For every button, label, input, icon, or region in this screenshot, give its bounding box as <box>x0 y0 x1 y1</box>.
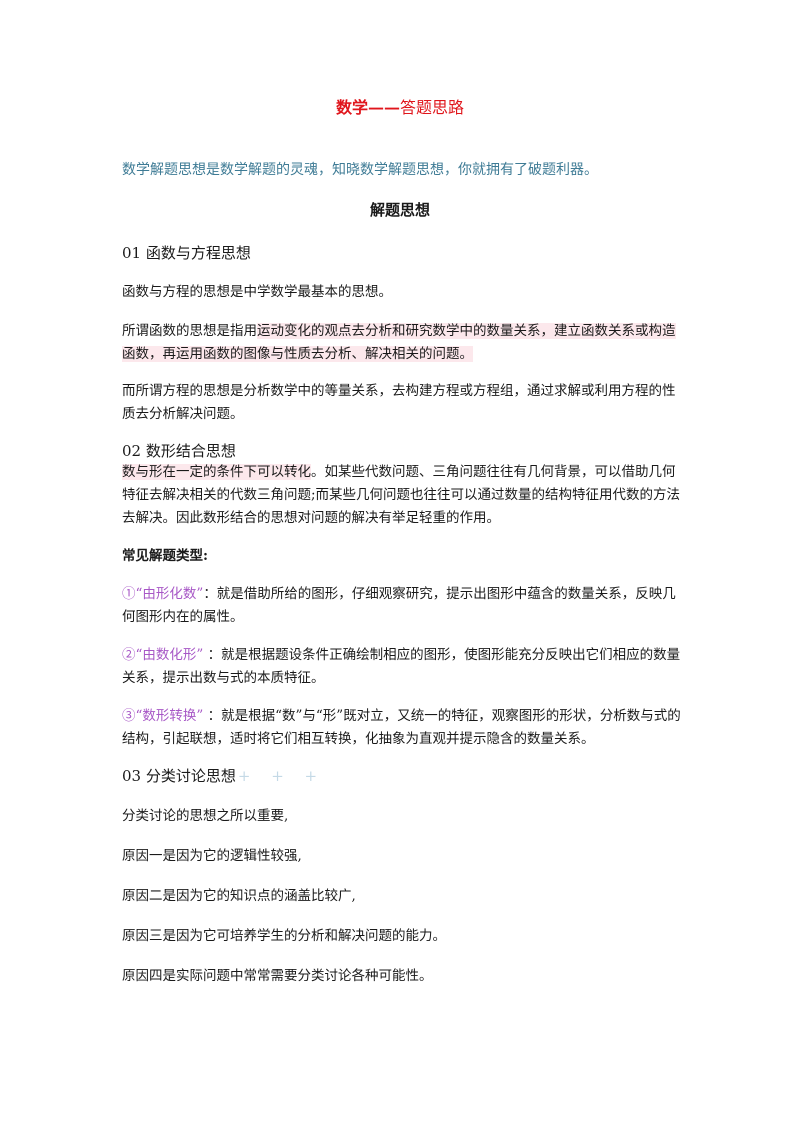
type-1-text: ：就是借助所给的图形，仔细观察研究，提示出图形中蕴含的数量关系，反映几何图形内在… <box>122 586 676 625</box>
type-2-label: ②“由数化形” <box>122 647 204 663</box>
s3-paragraph-1: 分类讨论的思想之所以重要, <box>122 808 289 824</box>
s1-paragraph-1: 函数与方程的思想是中学数学最基本的思想。 <box>122 284 392 300</box>
s1-paragraph-3: 而所谓方程的思想是分析数学中的等量关系，去构建方程或方程组，通过求解或利用方程的… <box>122 383 676 422</box>
s3-paragraph-5: 原因四是实际问题中常常需要分类讨论各种可能性。 <box>122 968 433 984</box>
heading-classification: 03 分类讨论思想+ + + <box>122 766 325 786</box>
type-3-label: ③“数形转换” <box>122 708 204 724</box>
types-heading: 常见解题类型: <box>122 548 208 564</box>
type-3-text: ：就是根据“数”与“形”既对立，又统一的特征，观察图形的形状，分析数与式的结构，… <box>122 708 681 747</box>
s2-p1-highlight: 数与形在一定的条件下可以转化 <box>122 464 311 480</box>
s1-p2-plain: 所谓函数的思想是指用 <box>122 323 257 339</box>
type-item-1: ①“由形化数”：就是借助所给的图形，仔细观察研究，提示出图形中蕴含的数量关系，反… <box>122 583 682 629</box>
intro-paragraph: 数学解题思想是数学解题的灵魂，知晓数学解题思想，你就拥有了破题利器。 <box>122 162 598 178</box>
s3-paragraph-4: 原因三是因为它可培养学生的分析和解决问题的能力。 <box>122 928 446 944</box>
title-light-part: 答题思路 <box>400 98 465 117</box>
type-item-2: ②“由数化形” ：就是根据题设条件正确绘制相应的图形，使图形能充分反映出它们相应… <box>122 644 682 690</box>
type-item-3: ③“数形转换” ：就是根据“数”与“形”既对立，又统一的特征，观察图形的形状，分… <box>122 705 682 751</box>
s3-paragraph-3: 原因二是因为它的知识点的涵盖比较广, <box>122 888 356 904</box>
type-1-label: ①“由形化数” <box>122 586 204 602</box>
title-bold-part: 数学—— <box>335 98 400 117</box>
heading-function-equation: 01 函数与方程思想 <box>122 244 251 262</box>
type-2-text: ：就是根据题设条件正确绘制相应的图形，使图形能充分反映出它们相应的数量关系，提示… <box>122 647 681 686</box>
s2-paragraph-1: 数与形在一定的条件下可以转化。如某些代数问题、三角问题往往有几何背景，可以借助几… <box>122 461 682 530</box>
heading-number-shape: 02 数形结合思想 <box>122 442 236 460</box>
section-title: 解题思想 <box>369 201 430 219</box>
s2-p1-plain: 。如某些代数问题、三角问题往往有几何背景，可以借助几何特征去解决相关的代数三角问… <box>122 464 681 526</box>
document-title: 数学——答题思路 <box>0 98 800 118</box>
s3-paragraph-2: 原因一是因为它的逻辑性较强, <box>122 848 302 864</box>
s3-heading-text: 03 分类讨论思想 <box>122 767 236 785</box>
s1-paragraph-2: 所谓函数的思想是指用运动变化的观点去分析和研究数学中的数量关系，建立函数关系或构… <box>122 320 682 366</box>
plus-decor-icon: + + + <box>237 767 326 785</box>
